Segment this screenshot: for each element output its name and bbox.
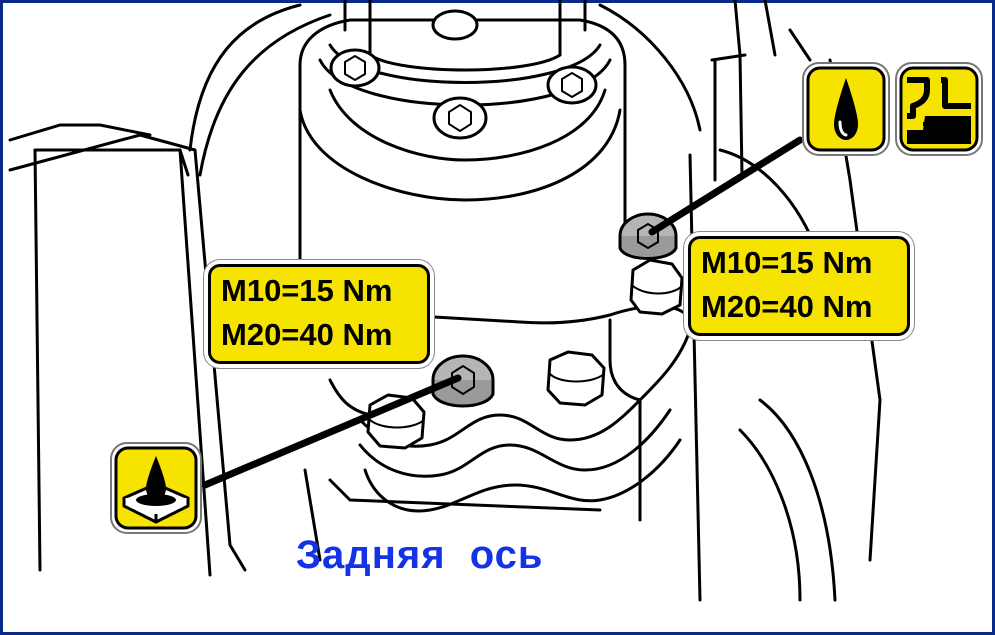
torque-line-m20: M20=40 Nm: [701, 289, 873, 324]
oil-drop-icon: [802, 62, 890, 156]
torque-line-m10: M10=15 Nm: [221, 273, 393, 308]
fill-level-icon: [895, 62, 983, 156]
torque-line-m20: M20=40 Nm: [221, 317, 393, 352]
torque-label-upper: M10=15 Nm M20=40 Nm: [688, 236, 910, 336]
diagram-caption: Задняя ось: [296, 533, 544, 577]
torque-label-lower: M10=15 Nm M20=40 Nm: [208, 264, 430, 364]
torque-line-m10: M10=15 Nm: [701, 245, 873, 280]
sealant-icon: [110, 442, 202, 534]
